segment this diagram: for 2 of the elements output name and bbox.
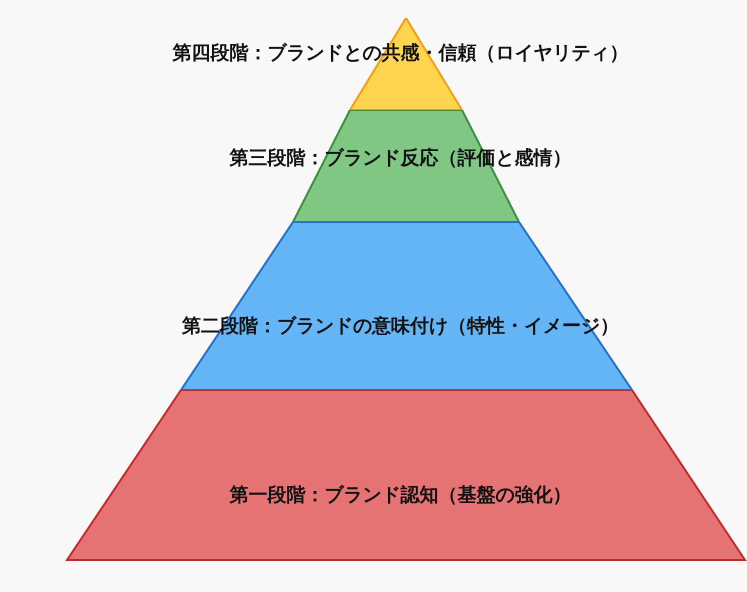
tier-label: 第四段階：ブランドとの共感・信頼（ロイヤリティ） xyxy=(172,41,630,66)
tier-label: 第一段階：ブランド認知（基盤の強化） xyxy=(228,483,572,508)
